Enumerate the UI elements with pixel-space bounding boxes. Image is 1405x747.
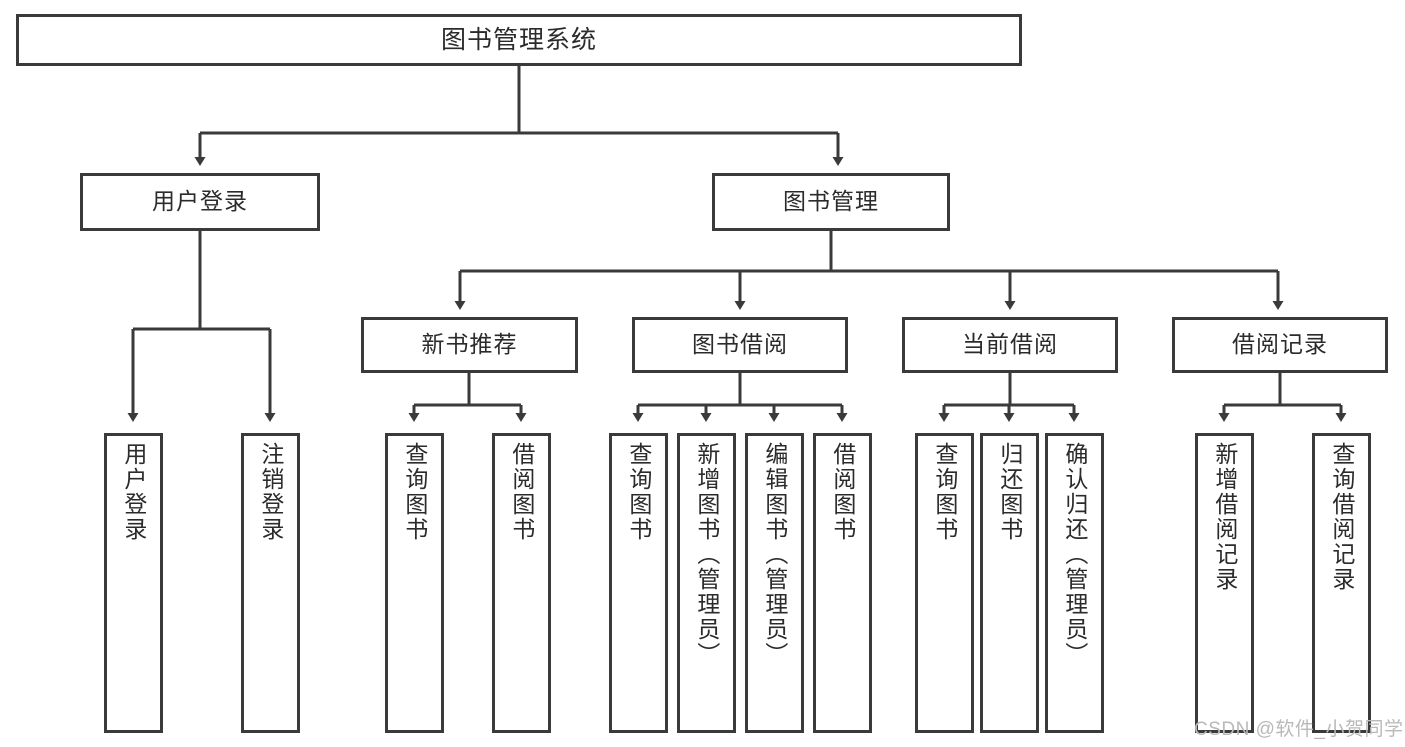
node-label: 新增借阅记录	[1211, 442, 1238, 592]
node-label: 借阅记录	[1232, 331, 1328, 358]
leaf-book-borrow-add[interactable]: 新增图书（管理员）	[677, 433, 736, 733]
node-new-book-recommend[interactable]: 新书推荐	[361, 317, 578, 373]
node-label: 注销登录	[257, 442, 284, 542]
node-label: 查询图书	[401, 442, 428, 542]
leaf-user-login-login[interactable]: 用户登录	[104, 433, 163, 733]
node-label: 图书借阅	[692, 331, 788, 358]
node-label: 确认归还（管理员）	[1061, 442, 1088, 667]
node-label: 查询图书	[931, 442, 958, 542]
leaf-current-borrow-confirm-return[interactable]: 确认归还（管理员）	[1045, 433, 1104, 733]
node-borrow-record[interactable]: 借阅记录	[1172, 317, 1388, 373]
leaf-book-borrow-borrow[interactable]: 借阅图书	[813, 433, 872, 733]
node-label: 借阅图书	[508, 442, 535, 542]
node-label: 归还图书	[996, 442, 1023, 542]
leaf-book-borrow-edit[interactable]: 编辑图书（管理员）	[745, 433, 804, 733]
node-label: 借阅图书	[829, 442, 856, 542]
leaf-current-borrow-query[interactable]: 查询图书	[915, 433, 974, 733]
node-label: 新增图书（管理员）	[693, 442, 720, 667]
node-label: 用户登录	[152, 188, 248, 215]
node-label: 编辑图书（管理员）	[761, 442, 788, 667]
leaf-new-book-query[interactable]: 查询图书	[385, 433, 444, 733]
node-current-borrow[interactable]: 当前借阅	[902, 317, 1118, 373]
leaf-user-login-logout[interactable]: 注销登录	[241, 433, 300, 733]
node-book-borrow[interactable]: 图书借阅	[632, 317, 848, 373]
leaf-borrow-record-query[interactable]: 查询借阅记录	[1312, 433, 1371, 733]
leaf-current-borrow-return[interactable]: 归还图书	[980, 433, 1039, 733]
node-label: 新书推荐	[421, 331, 518, 358]
node-label: 图书管理系统	[440, 26, 597, 54]
leaf-book-borrow-query[interactable]: 查询图书	[609, 433, 668, 733]
node-root[interactable]: 图书管理系统	[16, 14, 1022, 66]
node-label: 当前借阅	[962, 331, 1058, 358]
node-label: 查询借阅记录	[1328, 442, 1355, 592]
leaf-borrow-record-add[interactable]: 新增借阅记录	[1195, 433, 1254, 733]
node-label: 图书管理	[783, 188, 879, 215]
node-label: 用户登录	[120, 442, 147, 542]
node-book-management[interactable]: 图书管理	[712, 173, 950, 231]
leaf-new-book-borrow[interactable]: 借阅图书	[492, 433, 551, 733]
watermark-text: CSDN @软件_小贺同学	[1194, 719, 1404, 740]
node-label: 查询图书	[625, 442, 652, 542]
node-user-login[interactable]: 用户登录	[80, 173, 320, 231]
